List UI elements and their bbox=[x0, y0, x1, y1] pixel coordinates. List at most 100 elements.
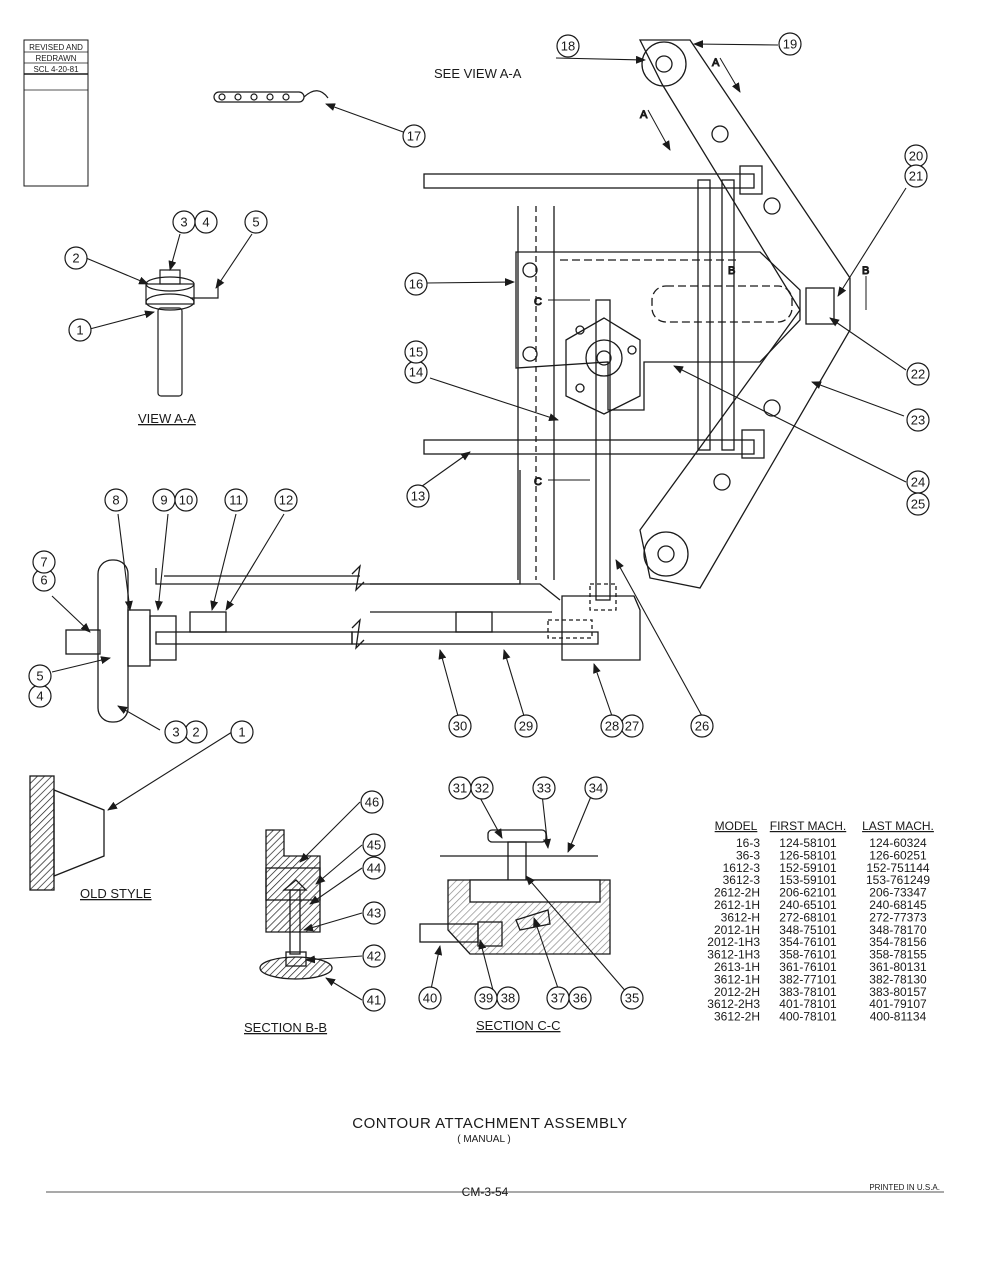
table-cell: 3612-H bbox=[721, 910, 760, 924]
callout-27: 27 bbox=[620, 714, 644, 738]
table-cell: 126-58101 bbox=[779, 848, 837, 862]
callout-45: 45 bbox=[362, 833, 386, 857]
callout-number: 39 bbox=[479, 991, 493, 1006]
table-cell: 382-77101 bbox=[779, 972, 837, 986]
table-cell: 153-761249 bbox=[866, 873, 930, 887]
callout-32: 32 bbox=[470, 776, 494, 800]
table-cell: 358-76101 bbox=[779, 948, 837, 962]
callout-number: 31 bbox=[453, 781, 467, 796]
callout-14: 14 bbox=[404, 360, 428, 384]
callout-number: 4 bbox=[202, 215, 209, 230]
view-aa-pulley bbox=[145, 269, 219, 397]
callout-2: 2 bbox=[64, 246, 88, 270]
table-header: MODEL bbox=[715, 819, 758, 833]
table-cell: 153-59101 bbox=[779, 873, 837, 887]
table-cell: 401-78101 bbox=[779, 997, 837, 1011]
table-cell: 354-76101 bbox=[779, 935, 837, 949]
callout-number: 21 bbox=[909, 169, 923, 184]
drawing-title: CONTOUR ATTACHMENT ASSEMBLY bbox=[352, 1115, 628, 1132]
callout-circle bbox=[230, 720, 254, 744]
callout-39: 39 bbox=[474, 986, 498, 1010]
table-cell: 361-80131 bbox=[869, 960, 927, 974]
callout-circle bbox=[404, 272, 428, 296]
callout-circle bbox=[194, 210, 218, 234]
section-cc-drawing bbox=[419, 829, 611, 955]
table-cell: 400-81134 bbox=[870, 1010, 927, 1024]
callout-number: 32 bbox=[475, 781, 489, 796]
table-cell: 2613-1H bbox=[714, 960, 760, 974]
callout-circle bbox=[448, 714, 472, 738]
callout-22: 22 bbox=[906, 362, 930, 386]
callout-8: 8 bbox=[104, 488, 128, 512]
table-cell: 124-60324 bbox=[869, 836, 927, 850]
callout-17: 17 bbox=[402, 124, 426, 148]
callout-41: 41 bbox=[362, 988, 386, 1012]
callout-number: 28 bbox=[605, 719, 619, 734]
table-cell: 361-76101 bbox=[779, 960, 837, 974]
callout-20: 20 bbox=[904, 144, 928, 168]
table-cell: 348-75101 bbox=[779, 923, 837, 937]
table-cell: 272-77373 bbox=[869, 910, 927, 924]
callout-number: 2 bbox=[192, 725, 199, 740]
callout-37: 37 bbox=[546, 986, 570, 1010]
callout-circle bbox=[546, 986, 570, 1010]
callout-9: 9 bbox=[152, 488, 176, 512]
callout-circle bbox=[470, 776, 494, 800]
table-cell: 240-65101 bbox=[779, 898, 837, 912]
callout-number: 10 bbox=[179, 493, 193, 508]
table-cell: 354-78156 bbox=[869, 935, 927, 949]
callout-13: 13 bbox=[406, 484, 430, 508]
callout-number: 35 bbox=[625, 991, 639, 1006]
table-cell: 206-73347 bbox=[869, 886, 927, 900]
callout-number: 19 bbox=[783, 37, 797, 52]
table-cell: 124-58101 bbox=[779, 836, 837, 850]
callout-circle bbox=[778, 32, 802, 56]
callout-number: 43 bbox=[367, 906, 381, 921]
callout-number: 25 bbox=[911, 497, 925, 512]
callout-circle bbox=[68, 318, 92, 342]
table-header: FIRST MACH. bbox=[770, 819, 846, 833]
cut-label-a-left: A bbox=[640, 109, 648, 121]
callout-25: 25 bbox=[906, 492, 930, 516]
callout-5: 5 bbox=[244, 210, 268, 234]
table-cell: 36-3 bbox=[736, 848, 760, 862]
callout-circle bbox=[404, 340, 428, 364]
callout-circle bbox=[906, 362, 930, 386]
callout-44: 44 bbox=[362, 856, 386, 880]
callout-34: 34 bbox=[584, 776, 608, 800]
table-cell: 3612-2H3 bbox=[707, 997, 760, 1011]
callout-number: 6 bbox=[40, 573, 47, 588]
callout-circle bbox=[406, 484, 430, 508]
callout-number: 23 bbox=[911, 413, 925, 428]
callout-number: 46 bbox=[365, 795, 379, 810]
table-cell: 2012-2H bbox=[714, 985, 760, 999]
old-style-label: OLD STYLE bbox=[80, 886, 152, 901]
callout-circle bbox=[224, 488, 248, 512]
callout-circle bbox=[402, 124, 426, 148]
callout-number: 36 bbox=[573, 991, 587, 1006]
callout-number: 24 bbox=[911, 475, 925, 490]
callout-3: 3 bbox=[172, 210, 196, 234]
callout-circle bbox=[906, 492, 930, 516]
callout-11: 11 bbox=[224, 488, 248, 512]
callout-31: 31 bbox=[448, 776, 472, 800]
callout-number: 3 bbox=[172, 725, 179, 740]
callout-number: 11 bbox=[229, 493, 243, 508]
revision-line-2: REDRAWN bbox=[35, 54, 76, 63]
callout-circle bbox=[174, 488, 198, 512]
callout-circle bbox=[690, 714, 714, 738]
callout-circle bbox=[474, 986, 498, 1010]
callout-16: 16 bbox=[404, 272, 428, 296]
callout-15: 15 bbox=[404, 340, 428, 364]
table-cell: 3612-1H3 bbox=[707, 948, 760, 962]
leader-lines bbox=[51, 40, 907, 1001]
callout-number: 15 bbox=[409, 345, 423, 360]
callout-number: 1 bbox=[76, 323, 83, 338]
callout-circle bbox=[556, 34, 580, 58]
section-cc-label: SECTION C-C bbox=[476, 1018, 561, 1033]
callout-circle bbox=[600, 714, 624, 738]
callout-circle bbox=[362, 901, 386, 925]
callout-number: 8 bbox=[112, 493, 119, 508]
table-cell: 3612-1H bbox=[714, 972, 760, 986]
cut-label-b-left: B bbox=[728, 265, 735, 277]
